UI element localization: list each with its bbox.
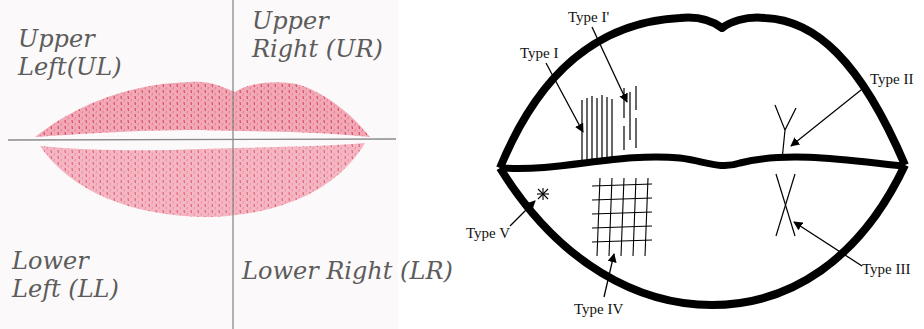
type-iii-groove bbox=[776, 174, 795, 236]
lower-lip-print bbox=[40, 143, 365, 217]
quadrant-label: Upper Left(UL) bbox=[18, 26, 128, 81]
pattern-type-label: Type I bbox=[520, 44, 559, 62]
quadrant-label: Lower Right (LR) bbox=[242, 258, 453, 286]
upper-lip-print bbox=[35, 82, 370, 137]
type-ii-groove bbox=[775, 105, 796, 160]
pattern-type-label: Type V bbox=[466, 224, 510, 242]
type-i-grooves bbox=[582, 95, 612, 160]
pattern-type-label: Type II bbox=[870, 70, 914, 88]
pencil-horizontal-line bbox=[8, 139, 396, 140]
upper-lip-striations bbox=[35, 82, 370, 137]
lip-division-line bbox=[503, 157, 903, 169]
pencil-vertical-line bbox=[232, 0, 233, 329]
lower-lip-striations bbox=[40, 143, 365, 217]
quadrant-label: Upper Right (UR) bbox=[252, 8, 402, 63]
type-i-prime-grooves bbox=[624, 86, 636, 150]
leader-arrows bbox=[510, 27, 866, 297]
type-v-star bbox=[537, 188, 549, 200]
pattern-type-label: Type I' bbox=[568, 8, 609, 26]
quadrant-label: Lower Left (LL) bbox=[12, 248, 132, 303]
lower-lip-outline bbox=[500, 165, 905, 305]
pattern-type-label: Type IV bbox=[574, 300, 623, 318]
upper-lip-outline bbox=[500, 18, 905, 168]
pattern-type-label: Type III bbox=[862, 260, 911, 278]
type-iv-grid bbox=[592, 178, 652, 256]
